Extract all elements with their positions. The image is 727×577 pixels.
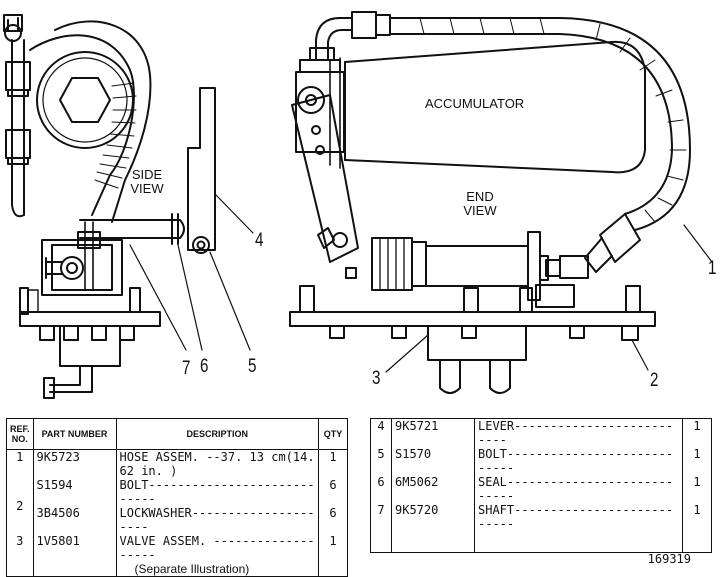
table-row: 4 9K5721 LEVER--------------------------…	[370, 418, 712, 447]
row-part-number: 6M5062	[391, 475, 475, 503]
row-qty: 1	[329, 450, 337, 464]
row-ref: 2	[6, 478, 34, 534]
header-ref-no: REF. NO.	[6, 418, 34, 450]
table-row-empty	[370, 531, 712, 553]
table-row: 6 6M5062 SEAL---------------------------…	[370, 475, 712, 503]
row-qty	[319, 562, 348, 577]
table-row: 3 1V5801 VALVE ASSEM. ------------------…	[6, 534, 348, 562]
accumulator-label: ACCUMULATOR	[425, 96, 525, 111]
parts-illustration	[3, 11, 713, 399]
row-qty: 6	[329, 478, 337, 492]
table-row: 7 9K5720 SHAFT--------------------------…	[370, 503, 712, 531]
callout-4: 4	[255, 230, 264, 251]
end-view-label: END VIEW	[455, 190, 505, 218]
row-part-number	[33, 562, 117, 577]
row-description: LEVER--------------------------	[474, 418, 683, 447]
parts-table-left: REF. NO. PART NUMBER DESCRIPTION QTY 1 9…	[6, 418, 348, 577]
row-part-number: 1V5801	[33, 534, 117, 562]
callout-3: 3	[372, 368, 381, 389]
table-row: 5 S1570 BOLT----------------------------…	[370, 447, 712, 475]
callout-6: 6	[200, 356, 209, 377]
row-description: LOCKWASHER---------------------	[116, 506, 320, 534]
end-view-label-line-1: END	[466, 189, 494, 204]
header-description: DESCRIPTION	[116, 418, 320, 450]
end-view-drawing	[289, 11, 713, 394]
callout-1: 1	[708, 258, 717, 279]
callout-5: 5	[248, 356, 257, 377]
table-row: 3B4506 LOCKWASHER--------------------- 6	[7, 506, 348, 534]
row-description: HOSE ASSEM. --37. 13 cm(14. 62 in. )	[116, 449, 320, 478]
table-header-row: REF. NO. PART NUMBER DESCRIPTION QTY	[6, 418, 348, 450]
row-part-number: 3B4506	[33, 506, 117, 534]
row-part-number: 9K5720	[391, 503, 475, 531]
row-description: BOLT----------------------------	[116, 478, 320, 506]
side-view-drawing	[3, 14, 254, 399]
row-part-number: S1594	[33, 478, 117, 506]
side-view-label-line-2: VIEW	[130, 181, 164, 196]
row-ref: 5	[370, 447, 392, 475]
row-part-number: S1570	[391, 447, 475, 475]
table-row: 1 9K5723 HOSE ASSEM. --37. 13 cm(14. 62 …	[6, 449, 348, 478]
row-part-number: 9K5721	[391, 418, 475, 447]
row-description: SEAL----------------------------	[474, 475, 683, 503]
parts-table-right: 4 9K5721 LEVER--------------------------…	[370, 418, 712, 553]
header-part-number: PART NUMBER	[33, 418, 117, 450]
empty-cell	[391, 531, 475, 553]
row-qty: 1	[693, 503, 701, 517]
row-qty: 1	[693, 447, 701, 461]
row-description: VALVE ASSEM. -------------------	[116, 534, 320, 562]
row-description: SHAFT---------------------------	[474, 503, 683, 531]
empty-cell	[370, 531, 392, 553]
row-ref: 3	[6, 534, 34, 562]
side-view-label: SIDE VIEW	[122, 168, 172, 196]
row-description: BOLT----------------------------	[474, 447, 683, 475]
row-ref: 1	[6, 449, 34, 478]
callout-7: 7	[182, 358, 191, 379]
table-row: (Separate Illustration)	[6, 562, 348, 577]
header-qty: QTY	[318, 418, 348, 450]
row-ref: 4	[370, 418, 392, 447]
drawing-number: 169319	[647, 552, 691, 566]
end-view-label-line-2: VIEW	[463, 203, 497, 218]
side-view-label-line-1: SIDE	[131, 167, 163, 182]
row-description-note: (Separate Illustration)	[116, 562, 320, 577]
row-qty: 1	[329, 534, 337, 548]
empty-cell	[683, 531, 712, 553]
row-ref	[6, 562, 34, 577]
empty-cell	[474, 531, 683, 553]
row-part-number: 9K5723	[33, 449, 117, 478]
row-ref: 6	[370, 475, 392, 503]
row-ref: 7	[370, 503, 392, 531]
callout-2: 2	[650, 370, 659, 391]
row-qty: 6	[329, 506, 337, 520]
table-row: 2 S1594 BOLT----------------------------…	[6, 478, 348, 534]
row-qty: 1	[693, 419, 701, 433]
row-qty: 1	[693, 475, 701, 489]
